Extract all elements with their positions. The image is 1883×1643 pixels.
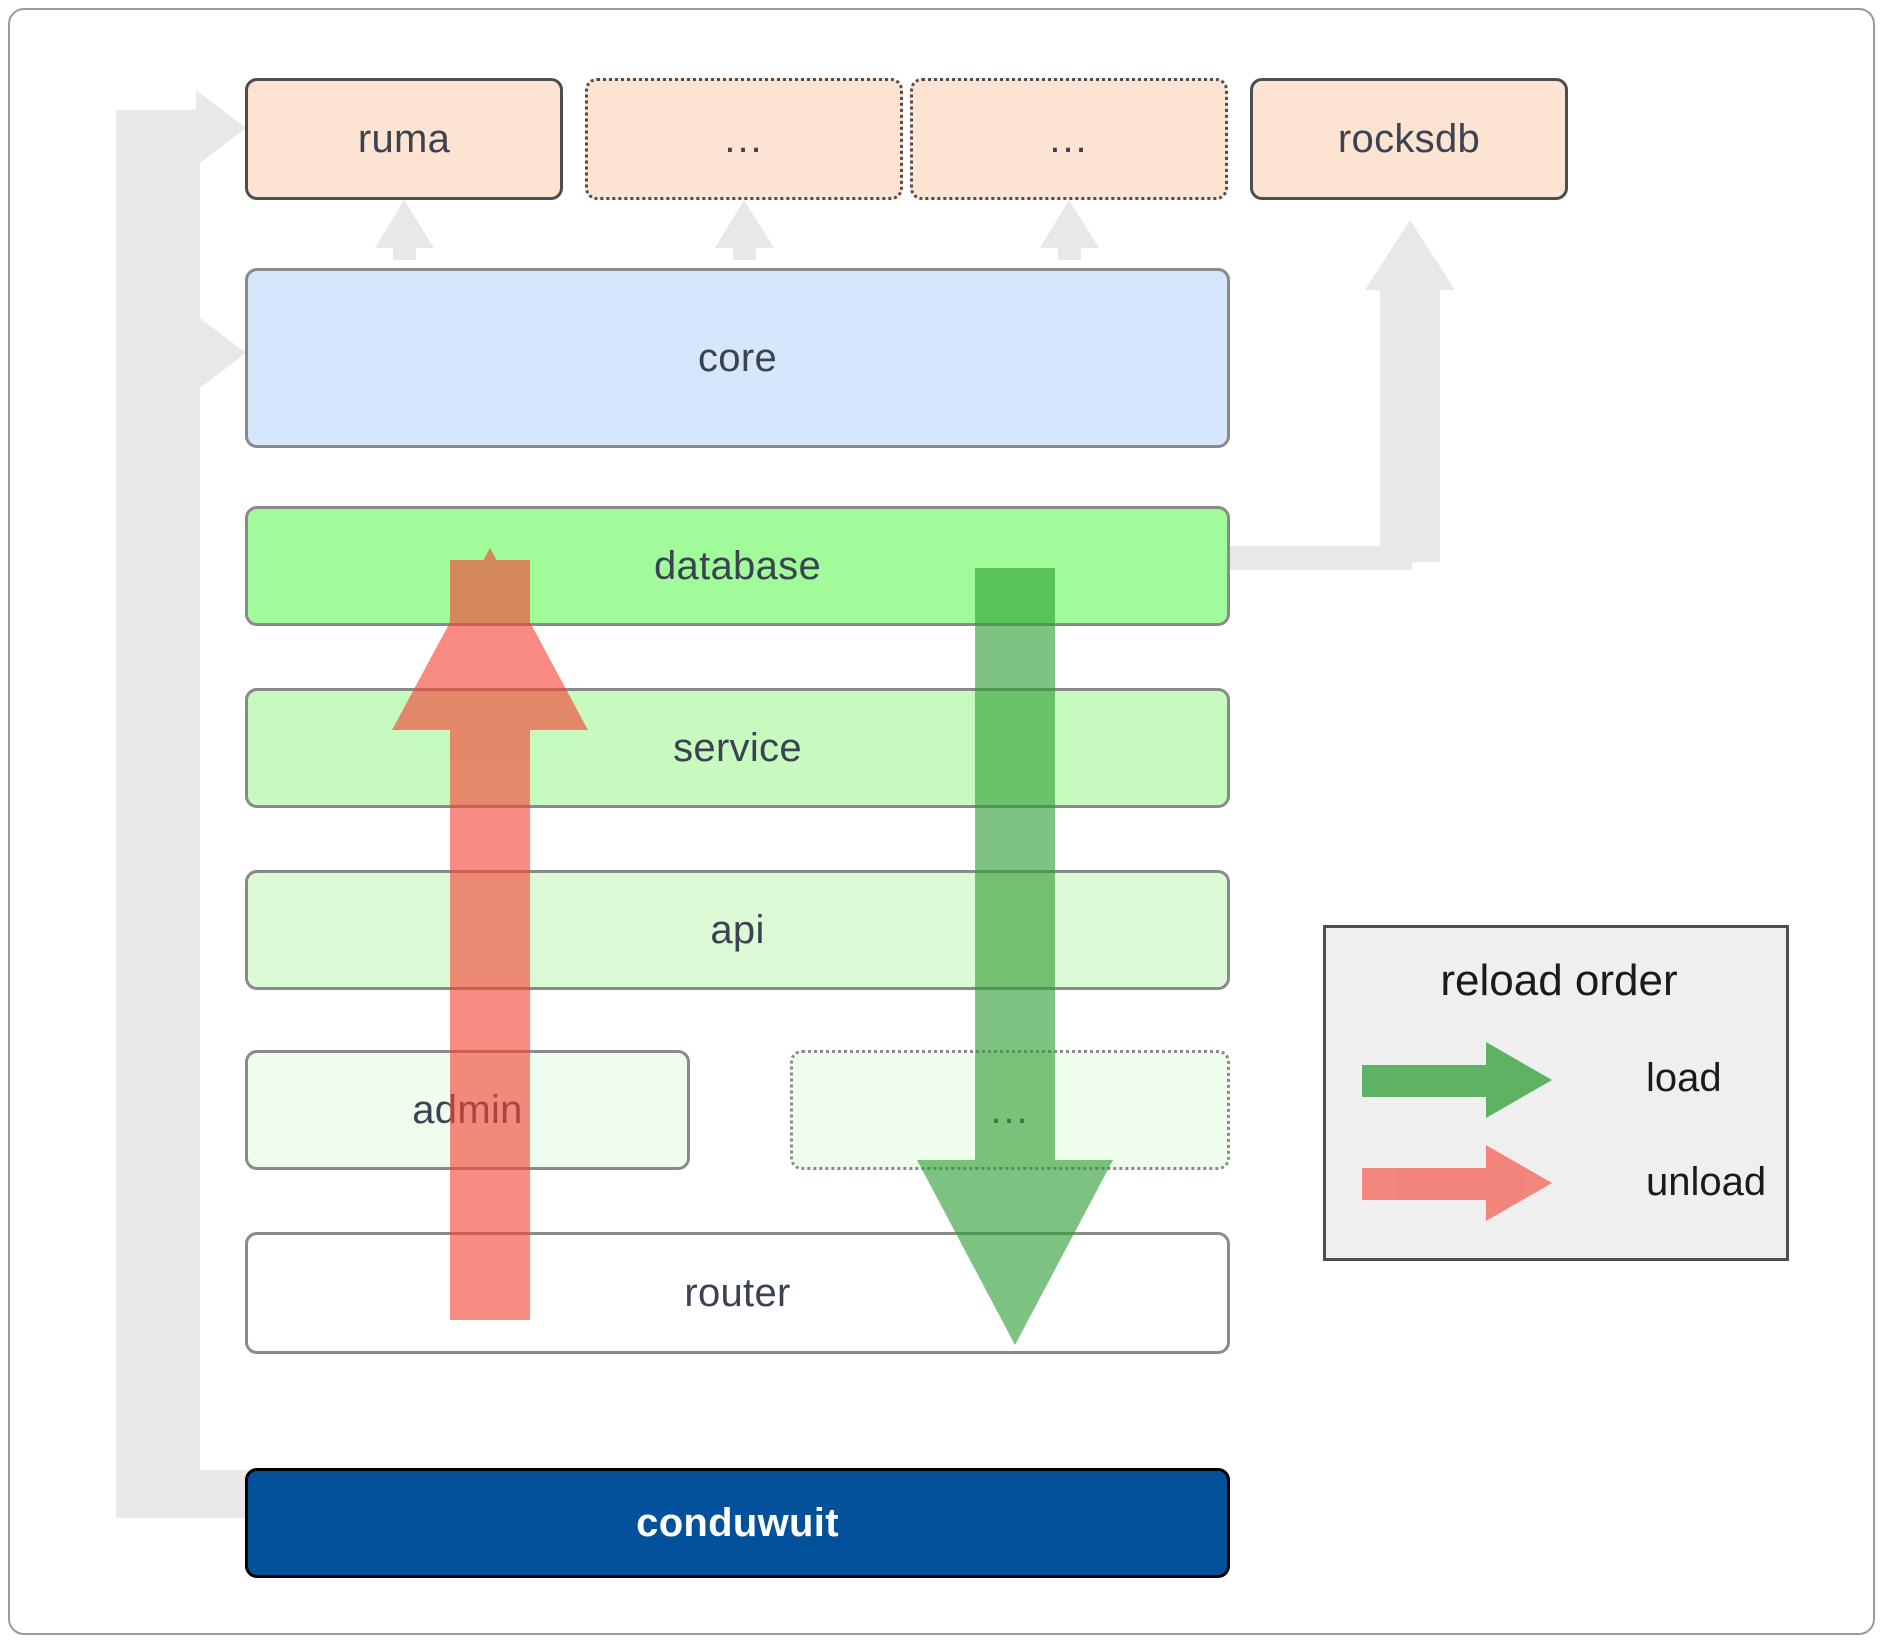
dep-box-placeholder-2[interactable]: ... bbox=[910, 78, 1228, 200]
legend-label-unload: unload bbox=[1646, 1160, 1767, 1204]
layer-box-database[interactable]: database bbox=[245, 506, 1230, 626]
layer-box-admin-label: admin bbox=[412, 1087, 523, 1132]
root-box-conduwuit-label: conduwuit bbox=[636, 1500, 839, 1545]
dep-box-ruma[interactable]: ruma bbox=[245, 78, 563, 200]
layer-box-service[interactable]: service bbox=[245, 688, 1230, 808]
layer-box-router[interactable]: router bbox=[245, 1232, 1230, 1354]
legend-unload-arrow-icon bbox=[1362, 1145, 1552, 1221]
layer-box-service-label: service bbox=[673, 725, 802, 770]
layer-box-api-label: api bbox=[710, 907, 765, 952]
layer-box-api[interactable]: api bbox=[245, 870, 1230, 990]
legend-arrow-icons bbox=[1362, 1042, 1552, 1221]
dep-box-placeholder-1[interactable]: ... bbox=[585, 78, 903, 200]
layer-box-placeholder[interactable]: ... bbox=[790, 1050, 1230, 1170]
dep-box-ruma-label: ruma bbox=[357, 116, 451, 161]
layer-box-core[interactable]: core bbox=[245, 268, 1230, 448]
dep-box-placeholder-2-label: ... bbox=[1049, 117, 1089, 161]
layer-box-router-label: router bbox=[684, 1270, 791, 1315]
dep-box-placeholder-1-label: ... bbox=[724, 117, 764, 161]
legend-load-arrow-icon bbox=[1362, 1042, 1552, 1118]
legend-panel: reload order load unload bbox=[1323, 925, 1789, 1261]
layer-box-database-label: database bbox=[654, 543, 821, 588]
dep-box-rocksdb-label: rocksdb bbox=[1337, 116, 1481, 161]
layer-box-core-label: core bbox=[697, 335, 777, 380]
legend-title: reload order bbox=[1440, 956, 1678, 1005]
layer-box-placeholder-label: ... bbox=[990, 1088, 1030, 1132]
layer-box-admin[interactable]: admin bbox=[245, 1050, 690, 1170]
legend-label-load: load bbox=[1646, 1056, 1722, 1100]
root-box-conduwuit[interactable]: conduwuit bbox=[245, 1468, 1230, 1578]
dep-box-rocksdb[interactable]: rocksdb bbox=[1250, 78, 1568, 200]
